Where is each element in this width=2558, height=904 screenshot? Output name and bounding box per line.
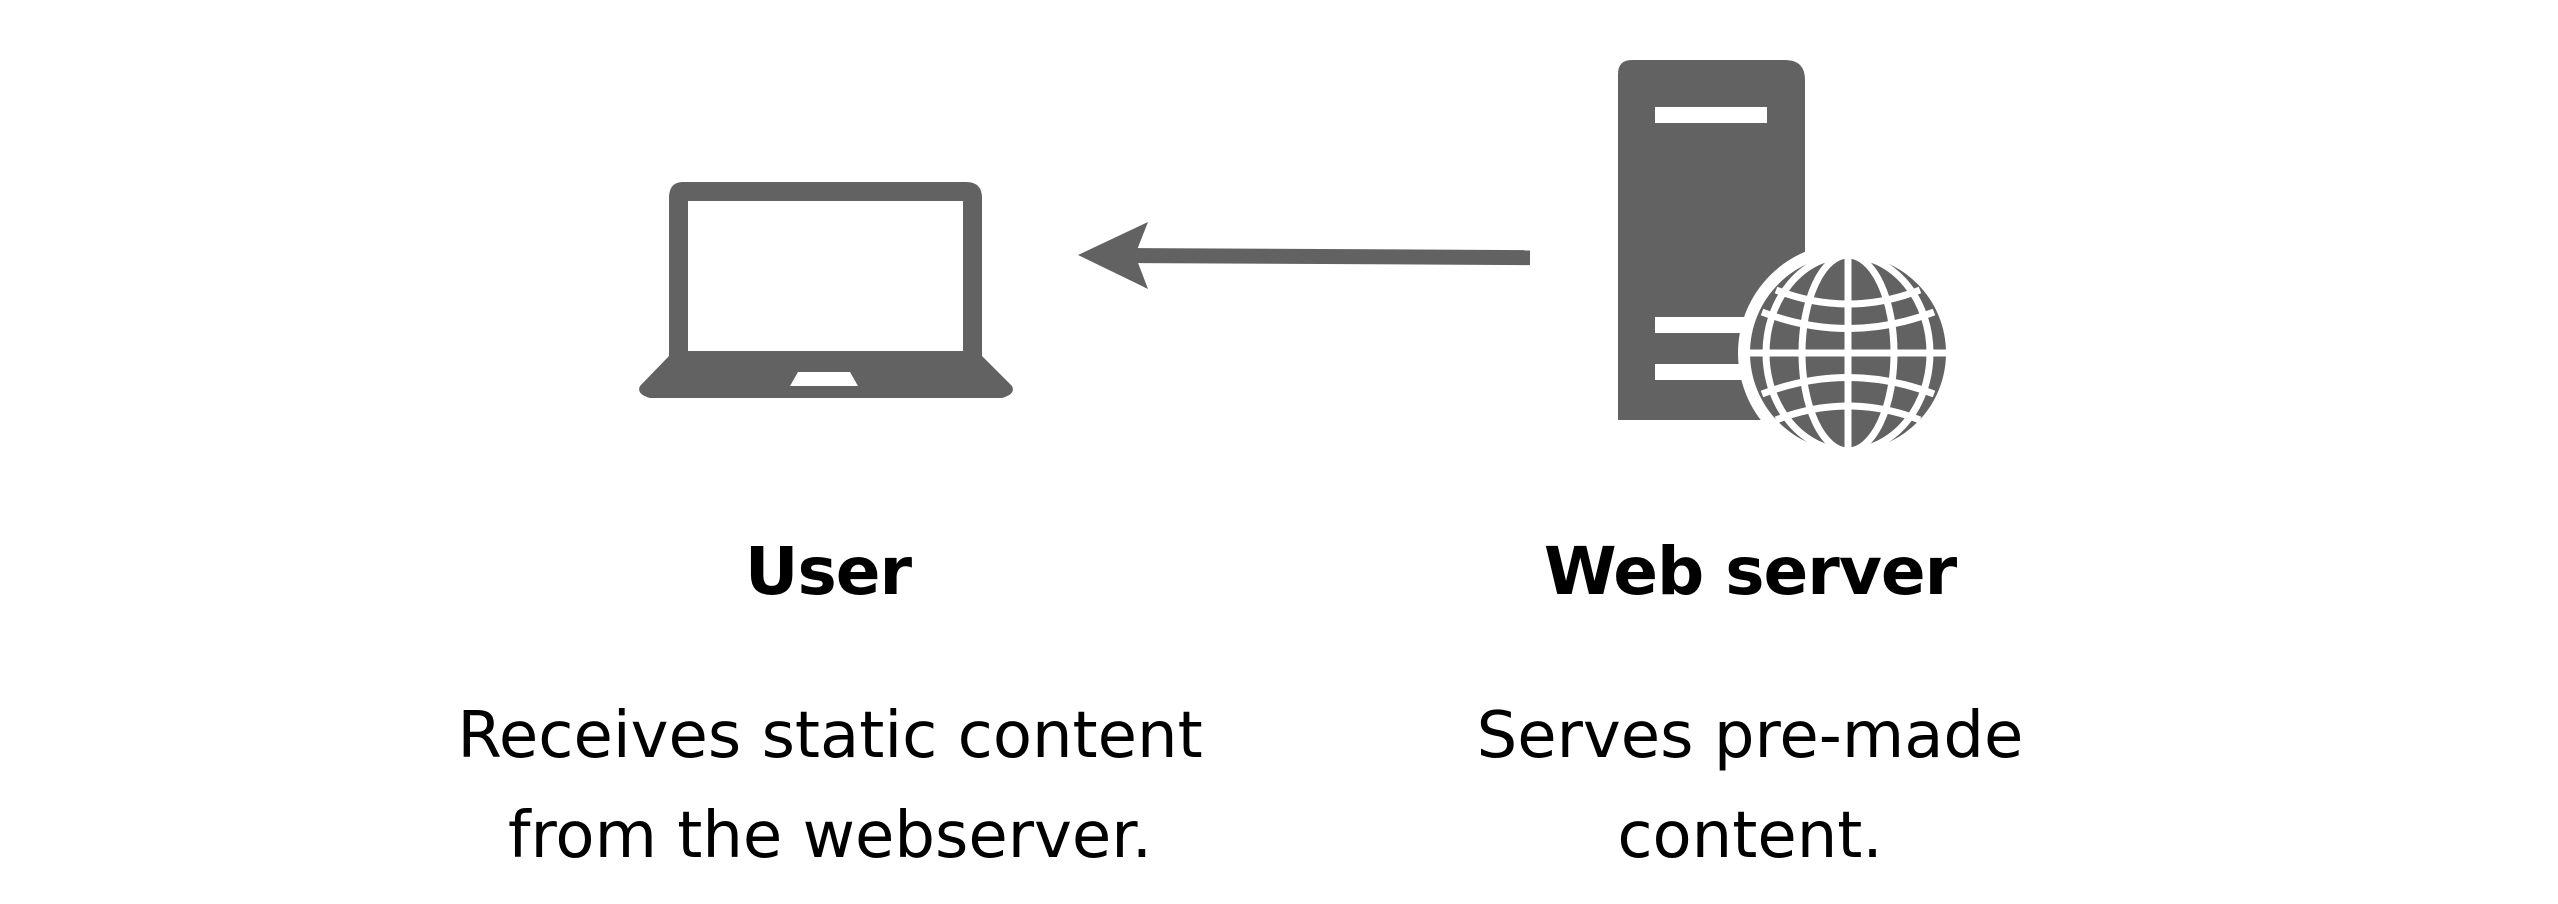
user-description-line-1: Receives static content [457, 699, 1203, 773]
user-node-description: Receives static content from the webserv… [400, 686, 1260, 886]
web-server-globe-icon [1618, 60, 1958, 463]
user-node-title: User [744, 533, 912, 610]
server-description-line-2: content. [1617, 799, 1883, 873]
laptop-icon [639, 182, 1013, 398]
user-description-line-2: from the webserver. [507, 799, 1153, 873]
arrow-left-icon [1078, 222, 1531, 289]
server-description-line-1: Serves pre-made [1476, 699, 2024, 773]
web-server-node-description: Serves pre-made content. [1400, 686, 2100, 886]
web-server-node-title: Web server [1543, 533, 1957, 610]
